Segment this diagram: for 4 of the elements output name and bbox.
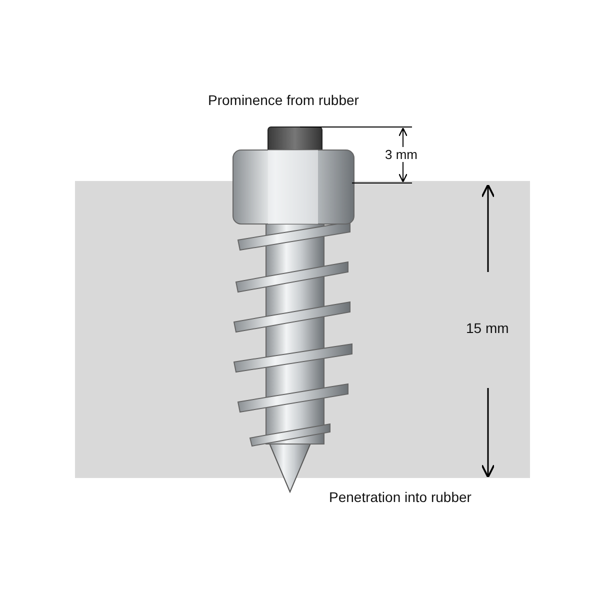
dimension-label: 3 mm (383, 147, 420, 162)
caption-text: Prominence from rubber (208, 92, 359, 108)
caption-text: Penetration into rubber (329, 489, 472, 505)
dimension-label: 15 mm (466, 320, 509, 336)
